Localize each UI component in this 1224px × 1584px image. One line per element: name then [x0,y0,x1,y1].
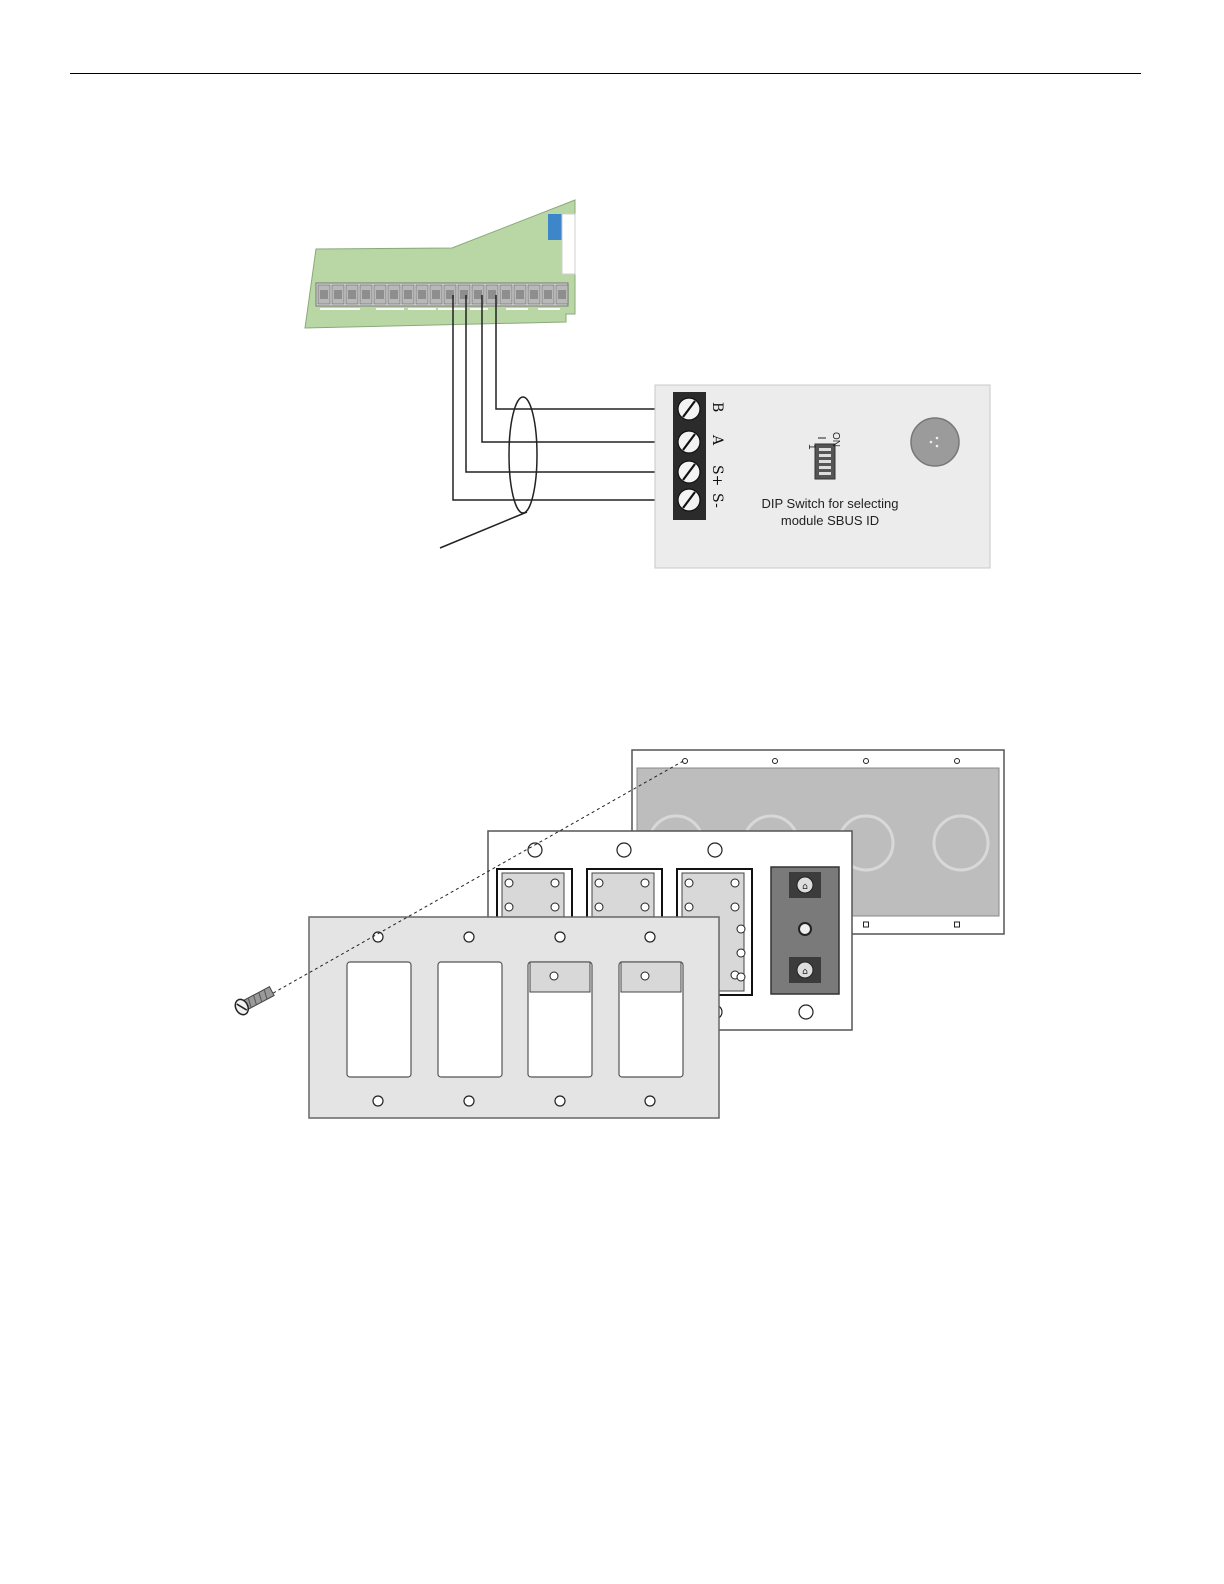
switch-opening [347,962,411,1077]
terminal-label-b: B [709,402,725,412]
cable-leader-line [440,512,527,548]
control-panel-board [305,200,575,328]
module-indicator-disc [911,418,959,466]
cover-screw-hole [555,932,565,942]
board-terminal [514,285,526,304]
terminal-label-s-plus: S+ [709,465,725,486]
dip-caption-line-1: DIP Switch for selecting [761,496,898,511]
screw-icon [233,984,276,1017]
cover-screw-hole [645,932,655,942]
board-terminal [360,285,372,304]
knockout [934,816,988,870]
svg-text:⌂: ⌂ [802,882,808,892]
board-terminal [346,285,358,304]
cover-screw-hole [464,932,474,942]
sbus-wires [453,295,680,500]
board-terminal [318,285,330,304]
board-terminal [388,285,400,304]
cover-screw-hole [464,1096,474,1106]
board-terminal [430,285,442,304]
terminal-label-a: A [709,434,725,446]
mounting-hole [955,759,960,764]
board-terminal [528,285,540,304]
dip-caption-line-2: module SBUS ID [781,513,879,528]
plate-hole [617,843,631,857]
mounting-hole [864,922,869,927]
board-terminal [458,285,470,304]
terminal-screw-icon [678,398,700,420]
switch-opening [438,962,502,1077]
terminal-label-s-minus: S- [709,493,725,508]
cover-screw-hole [555,1096,565,1106]
board-terminal [374,285,386,304]
mounting-hole [864,759,869,764]
terminal-screw-icon [678,489,700,511]
terminal-screw-icon [678,431,700,453]
terminal-panel: ⌂ ⌂ [771,867,839,994]
dip-index-label: 1 [806,444,817,450]
plate-hole [708,843,722,857]
board-terminal [332,285,344,304]
wire-s-minus [453,295,680,500]
board-terminal [500,285,512,304]
wiring-diagram: B A S+ S- ON 1 DIP Switch for selecting mod… [305,200,990,568]
cover-screw-hole [373,1096,383,1106]
board-terminal [556,285,568,304]
board-terminal [402,285,414,304]
board-terminal [416,285,428,304]
board-terminal-strip [316,283,568,306]
mounting-hole [683,759,688,764]
mounting-hole [773,759,778,764]
terminal-screw-icon [678,461,700,483]
mounting-hole [955,922,960,927]
board-terminal [444,285,456,304]
board-dip-switch [548,214,562,240]
cable-bundle-marker [509,397,537,513]
dip-on-label: ON [830,432,841,447]
cover-screw-hole [645,1096,655,1106]
sbus-module: B A S+ S- ON 1 DIP Switch for selecting mod… [655,385,990,568]
cover-plate [309,917,719,1118]
board-terminal [542,285,554,304]
mounting-diagram: ⌂ ⌂ [233,750,1004,1118]
plate-hole [799,1005,813,1019]
svg-text:⌂: ⌂ [802,967,808,977]
